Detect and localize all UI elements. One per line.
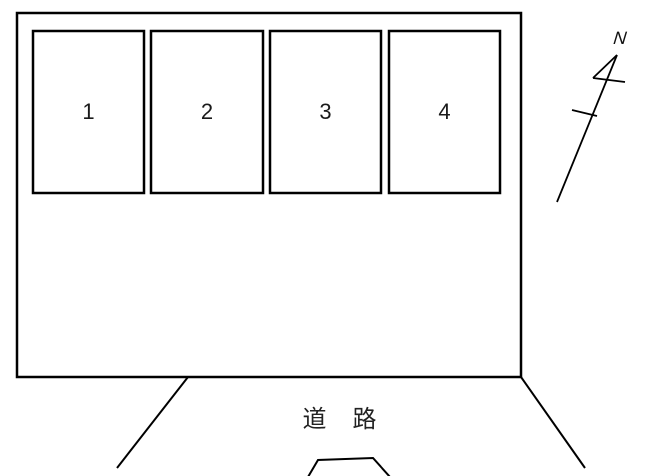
adjacent-structure-outline	[307, 456, 391, 476]
north-arrow-tick	[571, 109, 598, 117]
driveway-edge-left	[116, 376, 189, 469]
north-arrow-head-crossbar	[592, 77, 626, 83]
parking-space-4-outline	[387, 29, 502, 195]
parking-space-2-outline	[149, 29, 265, 195]
north-arrow-head-edge	[592, 54, 618, 79]
parking-space-1-outline	[31, 29, 146, 195]
parking-space-3-outline	[268, 29, 383, 195]
north-arrow-shaft	[556, 54, 618, 203]
site-boundary	[15, 11, 523, 379]
north-arrow	[556, 54, 626, 203]
driveway-edge-right	[520, 376, 586, 469]
